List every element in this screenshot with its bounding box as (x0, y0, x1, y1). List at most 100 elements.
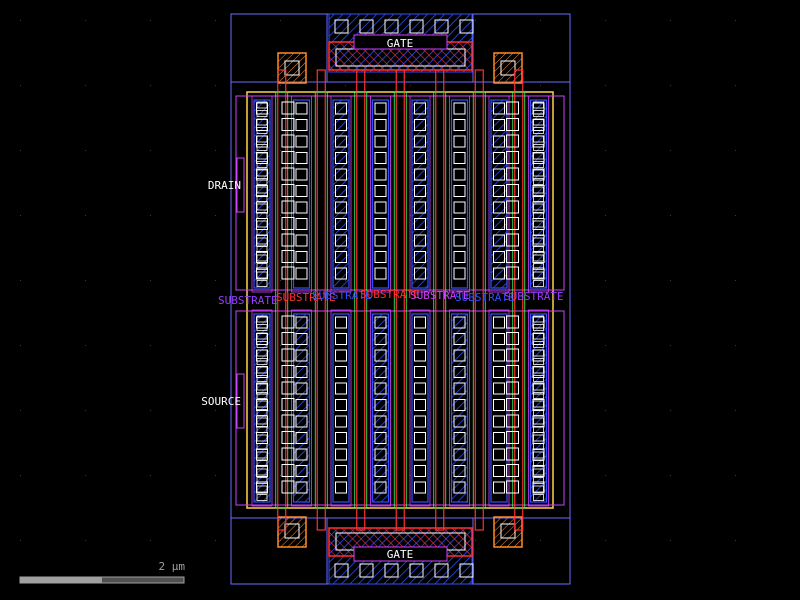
contact-square (335, 382, 347, 395)
contact-square (374, 168, 387, 181)
contact-square (335, 366, 347, 378)
contact-square (256, 341, 268, 348)
grid-dot (215, 410, 216, 411)
grid-dot (20, 280, 21, 281)
contact-square (256, 494, 268, 501)
gate-pad-top[interactable]: GATE (328, 13, 474, 73)
metal2-strip (488, 309, 510, 507)
grid-dot (150, 410, 151, 411)
contact-square (256, 195, 268, 202)
contact-square (493, 267, 505, 280)
contact-square (434, 19, 449, 34)
contact-square (256, 477, 268, 484)
contact-square (414, 333, 426, 345)
contact-square (414, 415, 426, 428)
contact-square (493, 218, 505, 230)
contact-square (374, 234, 387, 247)
contact-square (532, 382, 545, 395)
contact-square (414, 465, 426, 477)
contact-square (506, 348, 519, 362)
grid-dot (280, 20, 281, 21)
contact-square (281, 332, 295, 345)
contact-square (256, 144, 268, 151)
gate-pad-bottom[interactable]: GATE (328, 527, 474, 585)
grid-dot (20, 20, 21, 21)
contact-square (533, 443, 544, 450)
contact-square (453, 481, 466, 494)
contact-square (374, 366, 387, 378)
contact-square (295, 432, 308, 444)
contact-square (532, 415, 545, 428)
contact-square (533, 229, 544, 236)
grid-dot (735, 215, 736, 216)
grid-dot (540, 540, 541, 541)
contact-square (374, 201, 387, 214)
contact-square (533, 135, 544, 143)
contact-square (506, 332, 519, 345)
grid-dot (215, 475, 216, 476)
contact-square (506, 398, 519, 411)
contact-square (493, 152, 505, 164)
grid-dot (540, 20, 541, 21)
grid-dot (670, 540, 671, 541)
grid-dot (85, 280, 86, 281)
contact-square (256, 349, 268, 357)
contact-square (414, 267, 426, 280)
grid-dot (410, 215, 411, 216)
contact-square (359, 563, 374, 578)
contact-square (256, 127, 268, 134)
grid-dot (670, 150, 671, 151)
contact-square (453, 152, 466, 164)
contact-square (533, 161, 544, 168)
contact-square (374, 316, 387, 329)
contact-square (295, 102, 308, 115)
contact-square (532, 465, 545, 477)
contact-square (506, 447, 519, 461)
poly-gate-outline (435, 69, 445, 531)
source-pin[interactable]: SOURCE (201, 373, 245, 429)
contact-square (533, 237, 544, 245)
contact-square (281, 381, 295, 395)
grid-dot (20, 475, 21, 476)
metal1-strip (411, 313, 429, 503)
contact-square (256, 375, 268, 382)
contact-square (414, 349, 426, 362)
grid-dot (20, 410, 21, 411)
contact-square (281, 151, 295, 164)
contact-square (533, 144, 544, 151)
contact-square (374, 349, 387, 362)
grid-dot (280, 85, 281, 86)
contact-square (533, 332, 544, 340)
contact-square (453, 102, 466, 115)
contact-square (281, 447, 295, 461)
contact-square (414, 201, 426, 214)
grid-dot (150, 540, 151, 541)
metal2-strip (528, 309, 549, 507)
contact-square (533, 409, 544, 416)
contact-square (281, 233, 295, 247)
contact-square (374, 448, 387, 461)
contact-square (295, 415, 308, 428)
grid-dot (215, 150, 216, 151)
contact-square (256, 101, 268, 109)
grid-dot (735, 280, 736, 281)
tap-contacts-left (281, 101, 295, 494)
drain-pin[interactable]: DRAIN (208, 157, 245, 213)
edge-contacts-left (256, 101, 268, 501)
contact-square (453, 201, 466, 214)
metal2-strip (251, 309, 273, 507)
contact-square (533, 460, 544, 467)
contact-square (335, 465, 347, 477)
contact-square (453, 382, 466, 395)
contact-square (533, 169, 544, 177)
contact-square (453, 185, 466, 197)
edge-contacts-right (533, 101, 544, 501)
contact-square (256, 415, 268, 428)
poly-gate-4 (393, 69, 407, 531)
grid-dot (85, 475, 86, 476)
metal2-strip (409, 95, 431, 293)
contact-square (493, 168, 505, 181)
contact-square (506, 464, 519, 477)
contact-square (384, 563, 399, 578)
contact-square (533, 195, 544, 202)
